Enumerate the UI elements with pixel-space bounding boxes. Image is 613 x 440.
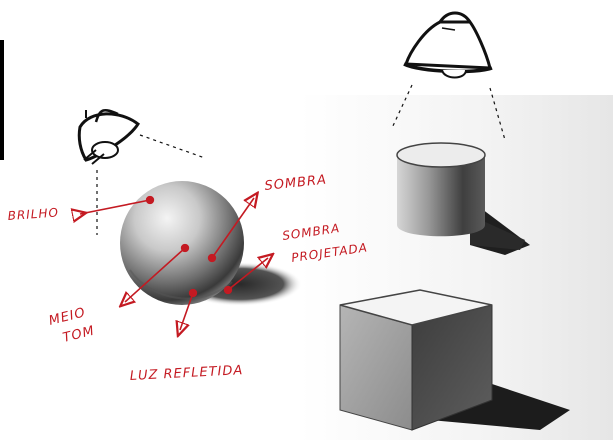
label-luz-refletida: LUZ REFLETIDA (129, 363, 243, 384)
label-meio-tom-2: TOM (61, 323, 96, 345)
label-brilho: BRILHO (7, 205, 59, 223)
edge-bar (0, 40, 4, 160)
